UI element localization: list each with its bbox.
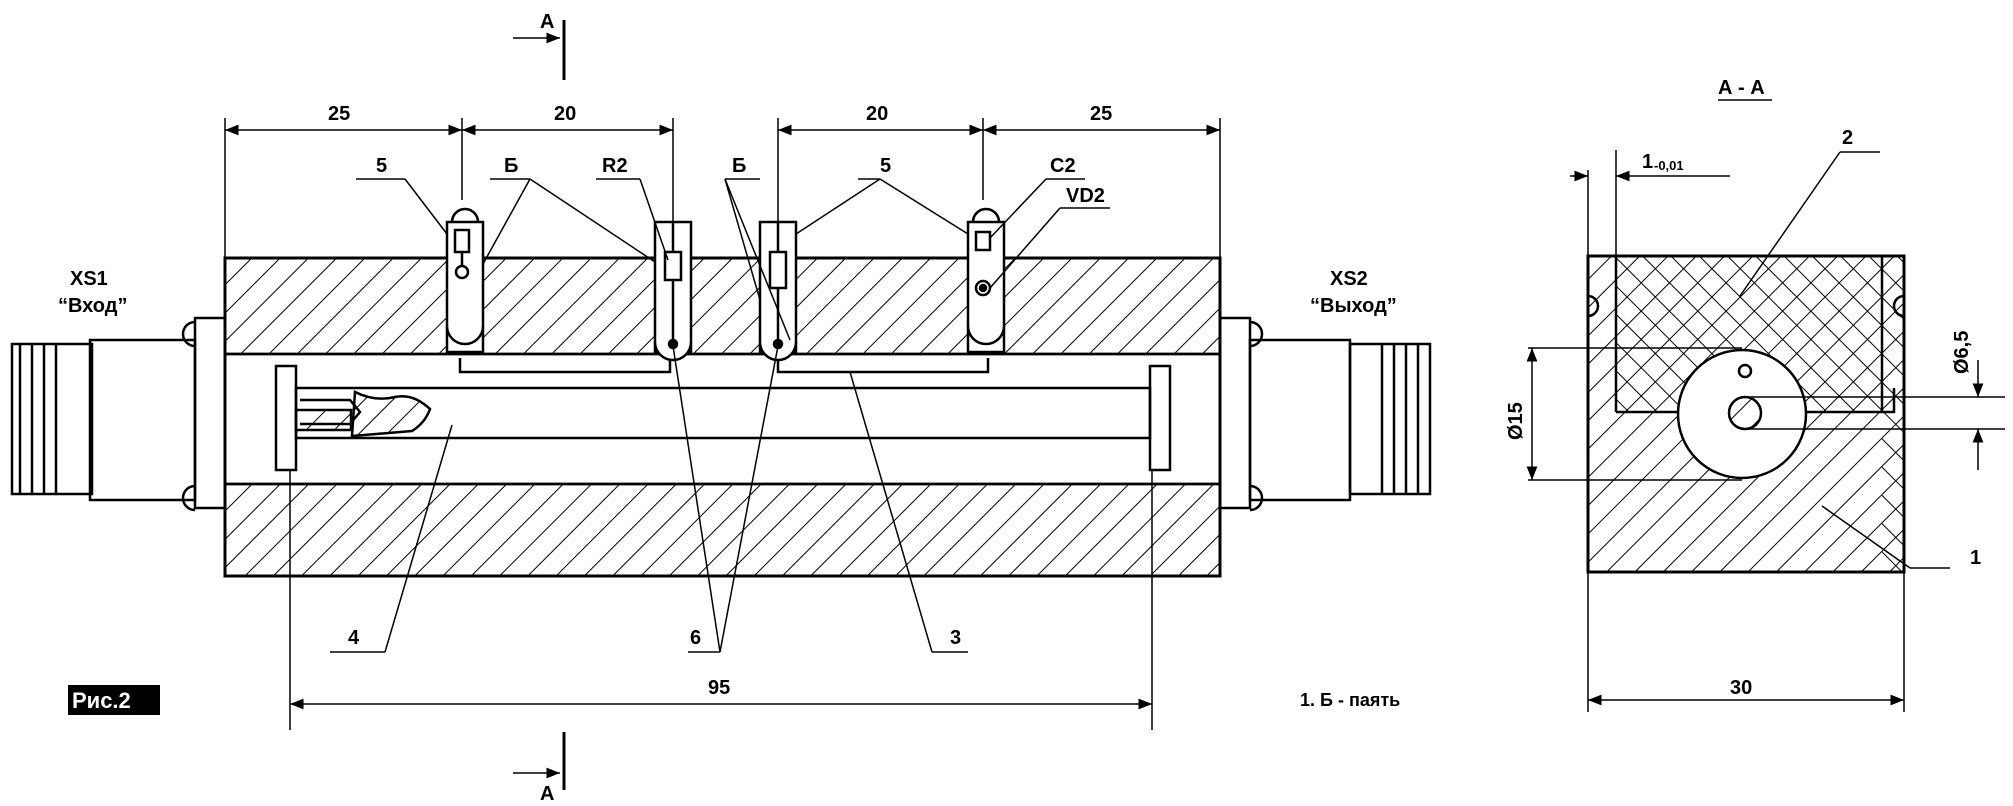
component-holder-r2: [653, 220, 693, 362]
section-tolerance: 1: [1642, 151, 1653, 173]
connector-input-label: “Вход”: [58, 295, 127, 317]
callout-3: 3: [950, 627, 961, 649]
lower-body-hatched: [223, 482, 1222, 578]
connector-input-name: XS1: [70, 268, 108, 290]
connector-output-label: “Выход”: [1310, 295, 1397, 317]
component-holder-3: [758, 220, 798, 362]
section-title: А - А: [1718, 77, 1765, 99]
connector-output-name: XS2: [1330, 268, 1368, 290]
callout-5-right: 5: [880, 155, 891, 177]
figure-tag-bg: [68, 685, 160, 715]
callout-b-right: Б: [732, 155, 746, 177]
section-mark-bottom: А: [540, 783, 554, 805]
dim-95: 95: [708, 677, 730, 699]
callout-1: 1: [1970, 547, 1981, 569]
callout-vd2: VD2: [1066, 185, 1105, 207]
component-holder-1: [445, 207, 485, 354]
output-connector: [1248, 338, 1432, 502]
callout-2: 2: [1842, 127, 1853, 149]
component-holder-c2: [966, 207, 1006, 354]
inner-rod: [274, 364, 1172, 472]
input-connector: [10, 338, 197, 502]
section-d65: Ø6,5: [1951, 331, 1973, 374]
section-width: 30: [1730, 677, 1752, 699]
section-tolerance-sub: -0,01: [1654, 158, 1684, 173]
callout-b-left: Б: [504, 155, 518, 177]
callout-c2: C2: [1050, 155, 1076, 177]
callout-r2: R2: [602, 155, 628, 177]
section-view: [1526, 99, 2005, 712]
callout-6: 6: [690, 627, 701, 649]
overall-dimension: [289, 470, 1153, 730]
leader-lines: [330, 178, 1110, 653]
solder-note: 1. Б - паять: [1300, 690, 1400, 710]
right-flange: [1218, 316, 1252, 510]
section-cut-marks: [513, 20, 566, 790]
callout-5-left: 5: [376, 155, 387, 177]
labels: А А 25 20 20 25 95 5 Б R2 Б 5 C2 VD2 XS1…: [58, 11, 1981, 805]
section-d15: Ø15: [1505, 402, 1527, 440]
upper-body-hatched: [223, 256, 1222, 356]
strips: [458, 358, 990, 374]
dim-20-left: 20: [554, 103, 576, 125]
dim-20-right: 20: [866, 103, 888, 125]
section-mark-top: А: [540, 11, 554, 33]
main-view: [10, 20, 1432, 790]
section-dimensions: [1526, 99, 2005, 712]
figure-tag: Рис.2: [72, 688, 131, 713]
callout-4: 4: [348, 627, 360, 649]
dim-25-right: 25: [1090, 103, 1112, 125]
left-flange: [193, 316, 227, 510]
dim-25-left: 25: [328, 103, 350, 125]
